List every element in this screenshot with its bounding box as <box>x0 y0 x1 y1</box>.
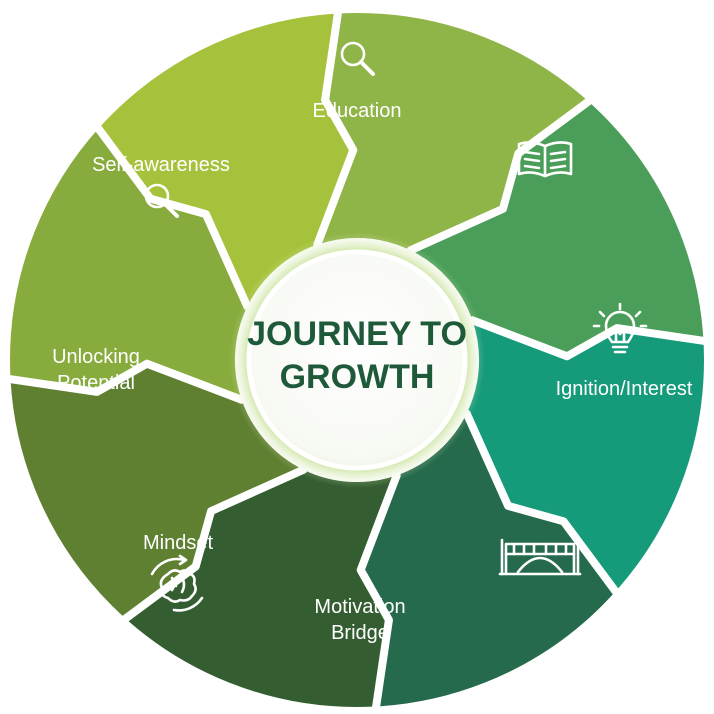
center-title-line1: JOURNEY TO <box>247 315 467 353</box>
segment-7-label: Unlocking <box>52 346 140 368</box>
magnifier-icon <box>340 41 375 76</box>
segment-separators <box>1 4 713 714</box>
book-icon <box>517 141 573 178</box>
segment-2 <box>317 8 593 251</box>
segment-4 <box>466 320 709 596</box>
segment-7-label: Potential <box>57 372 135 394</box>
segment-icons <box>144 41 648 612</box>
segment-5-label: Motivation <box>314 596 405 618</box>
brain-cycle-icon <box>150 554 204 612</box>
segment-5 <box>360 413 619 712</box>
separator-1 <box>91 120 252 311</box>
segment-1 <box>95 8 354 307</box>
separator-2 <box>313 4 358 249</box>
separator-3 <box>406 94 597 255</box>
bridge-icon <box>498 538 582 576</box>
segment-7 <box>5 363 304 622</box>
separator-6 <box>356 471 401 714</box>
cycle-segments <box>5 8 709 712</box>
segment-8-label: Self-awareness <box>92 154 230 176</box>
separator-5 <box>462 409 623 600</box>
segment-6-label: Mindset <box>143 532 213 554</box>
separator-7 <box>117 465 308 626</box>
segment-3-label: Ignition/Interest <box>556 378 693 400</box>
segment-1-label: Education <box>313 100 402 122</box>
center-circle <box>246 249 468 471</box>
segment-6 <box>121 469 397 712</box>
segment-5-label: Bridge <box>331 622 389 644</box>
center-title-line2: GROWTH <box>280 358 435 396</box>
segment-labels: EducationIgnition/InterestMotivationBrid… <box>52 100 693 644</box>
outer-rim <box>4 7 710 713</box>
segment-3 <box>410 98 709 357</box>
separator-8 <box>1 359 246 404</box>
magnifier-icon <box>144 183 179 218</box>
lightbulb-icon <box>592 302 648 354</box>
segment-8 <box>5 124 248 400</box>
separator-4 <box>468 316 713 361</box>
